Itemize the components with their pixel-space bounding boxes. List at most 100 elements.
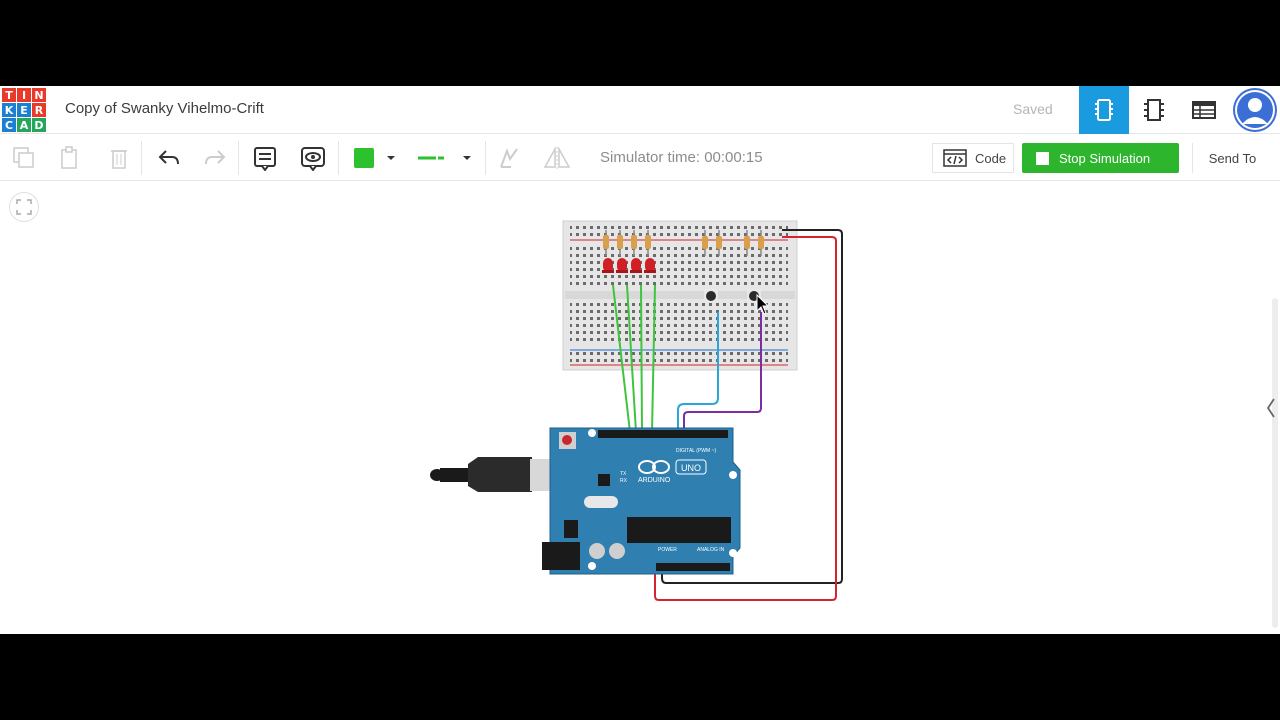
chevron-left-icon	[1266, 398, 1275, 418]
wire-green	[651, 284, 656, 433]
code-editor-icon	[943, 149, 967, 167]
mouse-cursor-icon	[756, 293, 770, 315]
resistor[interactable]	[716, 230, 722, 256]
component-list-button[interactable]	[1179, 86, 1229, 134]
led[interactable]	[630, 258, 642, 273]
code-button[interactable]: Code	[932, 143, 1014, 173]
user-icon	[1235, 90, 1275, 130]
toolbar-divider	[485, 141, 486, 175]
resistor[interactable]	[603, 230, 609, 256]
editor-toolbar: Simulator time: 00:00:15 Code Stop Simul…	[0, 135, 1280, 181]
logo-letter: A	[17, 118, 31, 132]
resistor[interactable]	[702, 230, 708, 256]
wire-blue	[677, 312, 719, 432]
wire-red	[654, 236, 837, 601]
chevron-down-icon	[387, 156, 395, 160]
toolbar-divider	[338, 141, 339, 175]
pushbutton[interactable]	[704, 289, 718, 303]
circuit-board-icon	[1095, 99, 1113, 121]
digital-pins-label: DIGITAL (PWM ~)	[676, 448, 716, 454]
logo-letter: E	[17, 103, 31, 117]
eye-note-icon	[301, 147, 325, 171]
delete-button[interactable]	[104, 143, 134, 173]
resistor[interactable]	[645, 230, 651, 256]
copy-button[interactable]	[9, 143, 39, 173]
mirror-icon	[543, 146, 571, 169]
design-title[interactable]: Copy of Swanky Vihelmo-Crift	[65, 100, 264, 117]
undo-icon	[158, 150, 179, 165]
copy-icon	[13, 147, 34, 168]
save-status: Saved	[1013, 101, 1053, 117]
tx-label: TX	[620, 471, 627, 477]
note-icon	[254, 147, 276, 171]
circuit-canvas[interactable]: ARDUINO UNO DIGITAL (PWM ~) POWER ANALOG…	[0, 86, 1280, 634]
resistor[interactable]	[617, 230, 623, 256]
paste-icon	[61, 146, 77, 169]
send-to-label: Send To	[1208, 150, 1257, 166]
canvas-scrollbar[interactable]	[1272, 298, 1278, 628]
power-pins-label: POWER	[658, 547, 677, 553]
toolbar-divider	[141, 141, 142, 175]
send-to-button[interactable]: Send To	[1192, 143, 1272, 173]
color-picker[interactable]	[350, 143, 406, 173]
redo-icon	[205, 150, 226, 165]
table-list-icon	[1192, 101, 1216, 119]
analog-pins-label: ANALOG IN	[697, 547, 725, 553]
leds[interactable]	[602, 258, 656, 273]
toolbar-divider	[238, 141, 239, 175]
logo-letter: N	[32, 88, 46, 102]
wire-black	[661, 229, 843, 584]
chevron-down-icon	[463, 156, 471, 160]
flip-button[interactable]	[542, 143, 572, 173]
wire-green	[626, 284, 637, 433]
trash-icon	[111, 150, 127, 169]
wire-green	[640, 284, 643, 433]
wires[interactable]	[612, 229, 843, 601]
resistors[interactable]	[603, 230, 764, 256]
expand-panel-button[interactable]	[1262, 388, 1280, 428]
stop-simulation-button[interactable]: Stop Simulation	[1022, 143, 1179, 173]
rx-label: RX	[620, 478, 628, 484]
zoom-to-fit-button[interactable]	[9, 192, 39, 222]
stop-simulation-label: Stop Simulation	[1059, 150, 1151, 166]
schematic-view-button[interactable]	[1129, 86, 1179, 134]
toggle-notes-visibility-button[interactable]	[298, 143, 328, 173]
rotate-button[interactable]	[493, 143, 523, 173]
led[interactable]	[616, 258, 628, 273]
code-button-label: Code	[975, 150, 1007, 166]
arduino-model-label: UNO	[681, 463, 701, 473]
resistor[interactable]	[758, 230, 764, 256]
schematic-icon	[1144, 99, 1164, 121]
simulator-time: Simulator time: 00:00:15	[600, 149, 763, 166]
wire-style-icon	[418, 156, 444, 160]
undo-button[interactable]	[154, 143, 184, 173]
resistor[interactable]	[631, 230, 637, 256]
user-avatar[interactable]	[1233, 88, 1277, 132]
logo-letter: T	[2, 88, 16, 102]
circuit-view-button[interactable]	[1079, 86, 1129, 134]
logo-letter: C	[2, 118, 16, 132]
arduino-brand-label: ARDUINO	[638, 477, 671, 484]
wire-purple	[683, 312, 762, 432]
wire-type-picker[interactable]	[416, 143, 476, 173]
resistor[interactable]	[744, 230, 750, 256]
arduino-uno[interactable]: ARDUINO UNO DIGITAL (PWM ~) POWER ANALOG…	[542, 427, 741, 575]
logo-letter: I	[17, 88, 31, 102]
notes-button[interactable]	[250, 143, 280, 173]
logo-letter: D	[32, 118, 46, 132]
color-swatch	[354, 148, 374, 168]
logo-letter: R	[32, 103, 46, 117]
wire-green	[612, 284, 631, 433]
paste-button[interactable]	[55, 143, 85, 173]
led[interactable]	[644, 258, 656, 273]
rotate-icon	[500, 148, 518, 168]
arduino-logo-icon	[638, 460, 670, 474]
logo-letter: K	[2, 103, 16, 117]
redo-button[interactable]	[200, 143, 230, 173]
stop-icon	[1036, 151, 1049, 165]
fit-view-icon	[16, 199, 32, 215]
led[interactable]	[602, 258, 614, 273]
